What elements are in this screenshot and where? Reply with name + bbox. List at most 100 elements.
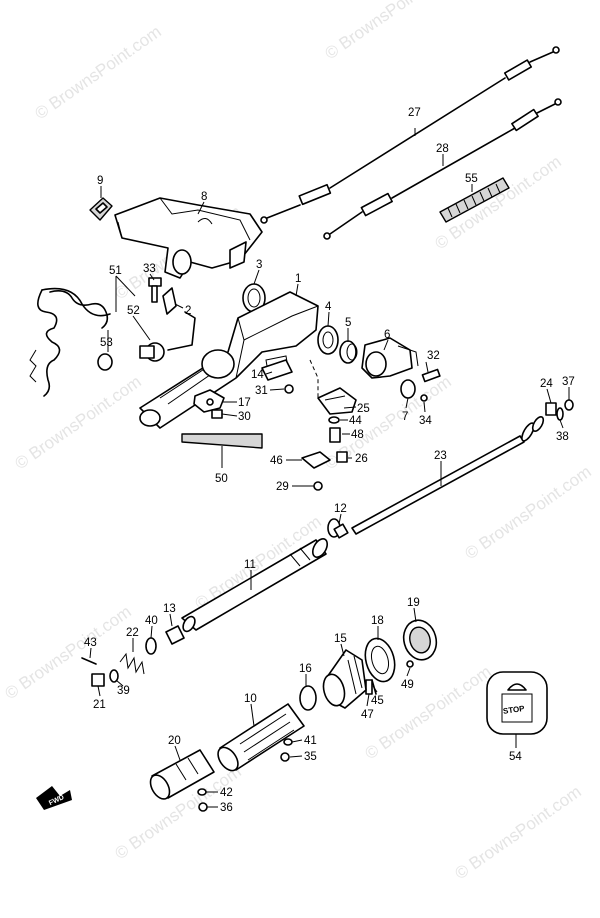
- screw-34: [420, 394, 428, 402]
- washer-40: [145, 637, 157, 655]
- label-5: 5: [345, 317, 351, 329]
- label-13: 13: [163, 603, 176, 615]
- cable-28: [323, 98, 562, 240]
- label-18: 18: [371, 615, 384, 627]
- label-12: 12: [334, 503, 347, 515]
- watermark: © BrownsPoint.com: [11, 372, 144, 473]
- label-54: 54: [509, 751, 522, 763]
- label-31: 31: [255, 385, 268, 397]
- label-2: 2: [185, 305, 191, 317]
- stop-text: STOP: [502, 704, 525, 716]
- label-50: 50: [215, 473, 228, 485]
- label-24: 24: [540, 378, 553, 390]
- clip-2: [162, 287, 177, 315]
- label-4: 4: [325, 301, 332, 313]
- friction-knob-6: [361, 337, 419, 379]
- end-cap-20: [149, 749, 215, 800]
- label-43: 43: [84, 637, 97, 649]
- label-34: 34: [419, 415, 432, 427]
- label-23: 23: [434, 450, 447, 462]
- nut-37: [564, 399, 574, 411]
- bushing-5: [339, 340, 358, 364]
- label-25: 25: [357, 403, 370, 415]
- screw-42: [197, 788, 207, 796]
- friction-ring-18: [364, 637, 396, 683]
- nut-24: [545, 402, 557, 416]
- label-39: 39: [117, 685, 130, 697]
- stop-label-54: STOP: [486, 671, 548, 735]
- screw-31: [284, 384, 294, 394]
- label-45: 45: [371, 695, 384, 707]
- watermark: © BrownsPoint.com: [1, 602, 134, 703]
- collar-4: [317, 325, 339, 355]
- label-28: 28: [436, 143, 449, 155]
- label-46: 46: [270, 455, 283, 467]
- stop-switch-52: [97, 311, 196, 371]
- decal-50: [181, 433, 263, 449]
- label-3: 3: [256, 259, 262, 271]
- label-7: 7: [402, 411, 408, 423]
- screw-49: [406, 660, 414, 668]
- label-51: 51: [109, 265, 122, 277]
- label-53: 53: [100, 337, 113, 349]
- spiral-wrap-55: [439, 177, 510, 223]
- screw-30: [211, 409, 223, 419]
- spring-48: [329, 427, 341, 443]
- label-6: 6: [384, 329, 390, 341]
- screw-47: [365, 679, 373, 695]
- label-37: 37: [562, 376, 575, 388]
- label-36: 36: [220, 802, 233, 814]
- label-42: 42: [220, 787, 233, 799]
- label-17: 17: [238, 397, 251, 409]
- label-22: 22: [126, 627, 139, 639]
- watermark: © BrownsPoint.com: [431, 152, 564, 253]
- part-number-labels: 9 8 3 1 4 5 6 7 32 34 27 28 55 51 33 2 5…: [84, 107, 575, 814]
- clamp-14: [261, 359, 293, 381]
- label-27: 27: [408, 107, 421, 119]
- label-10: 10: [244, 693, 257, 705]
- fwd-arrow: FWD: [36, 786, 72, 810]
- washer-38: [556, 407, 564, 421]
- label-30: 30: [238, 411, 251, 423]
- label-38: 38: [556, 431, 569, 443]
- label-11: 11: [244, 559, 256, 571]
- label-33: 33: [143, 263, 156, 275]
- grip-cover-15: [322, 649, 367, 709]
- holder-17: [193, 389, 225, 413]
- bracket-25: [309, 359, 357, 415]
- clip-44: [328, 416, 340, 424]
- screw-41: [283, 738, 293, 746]
- label-55: 55: [465, 173, 478, 185]
- watermark: © BrownsPoint.com: [461, 462, 594, 563]
- washer-39: [109, 669, 119, 683]
- watermark: © BrownsPoint.com: [31, 22, 164, 123]
- plate-46: [301, 451, 331, 469]
- washer-7: [400, 379, 416, 399]
- label-19: 19: [407, 597, 420, 609]
- screw-35: [280, 752, 290, 762]
- bolt-33: [148, 277, 162, 303]
- label-44: 44: [349, 415, 362, 427]
- label-29: 29: [276, 481, 289, 493]
- label-1: 1: [295, 273, 301, 285]
- ring-16: [299, 685, 317, 711]
- collar-13: [165, 625, 185, 645]
- screw-36: [198, 802, 208, 812]
- label-35: 35: [304, 751, 317, 763]
- label-15: 15: [334, 633, 347, 645]
- label-40: 40: [145, 615, 158, 627]
- bushing-9: [89, 197, 113, 221]
- label-47: 47: [361, 709, 374, 721]
- label-8: 8: [201, 191, 207, 203]
- grip-10: [217, 703, 305, 772]
- lanyard-51: [29, 287, 111, 397]
- label-14: 14: [251, 369, 264, 381]
- bushing-12: [327, 518, 349, 539]
- label-21: 21: [93, 699, 106, 711]
- screw-29: [313, 481, 323, 491]
- label-16: 16: [299, 663, 312, 675]
- label-20: 20: [168, 735, 181, 747]
- plate-19: [402, 619, 438, 661]
